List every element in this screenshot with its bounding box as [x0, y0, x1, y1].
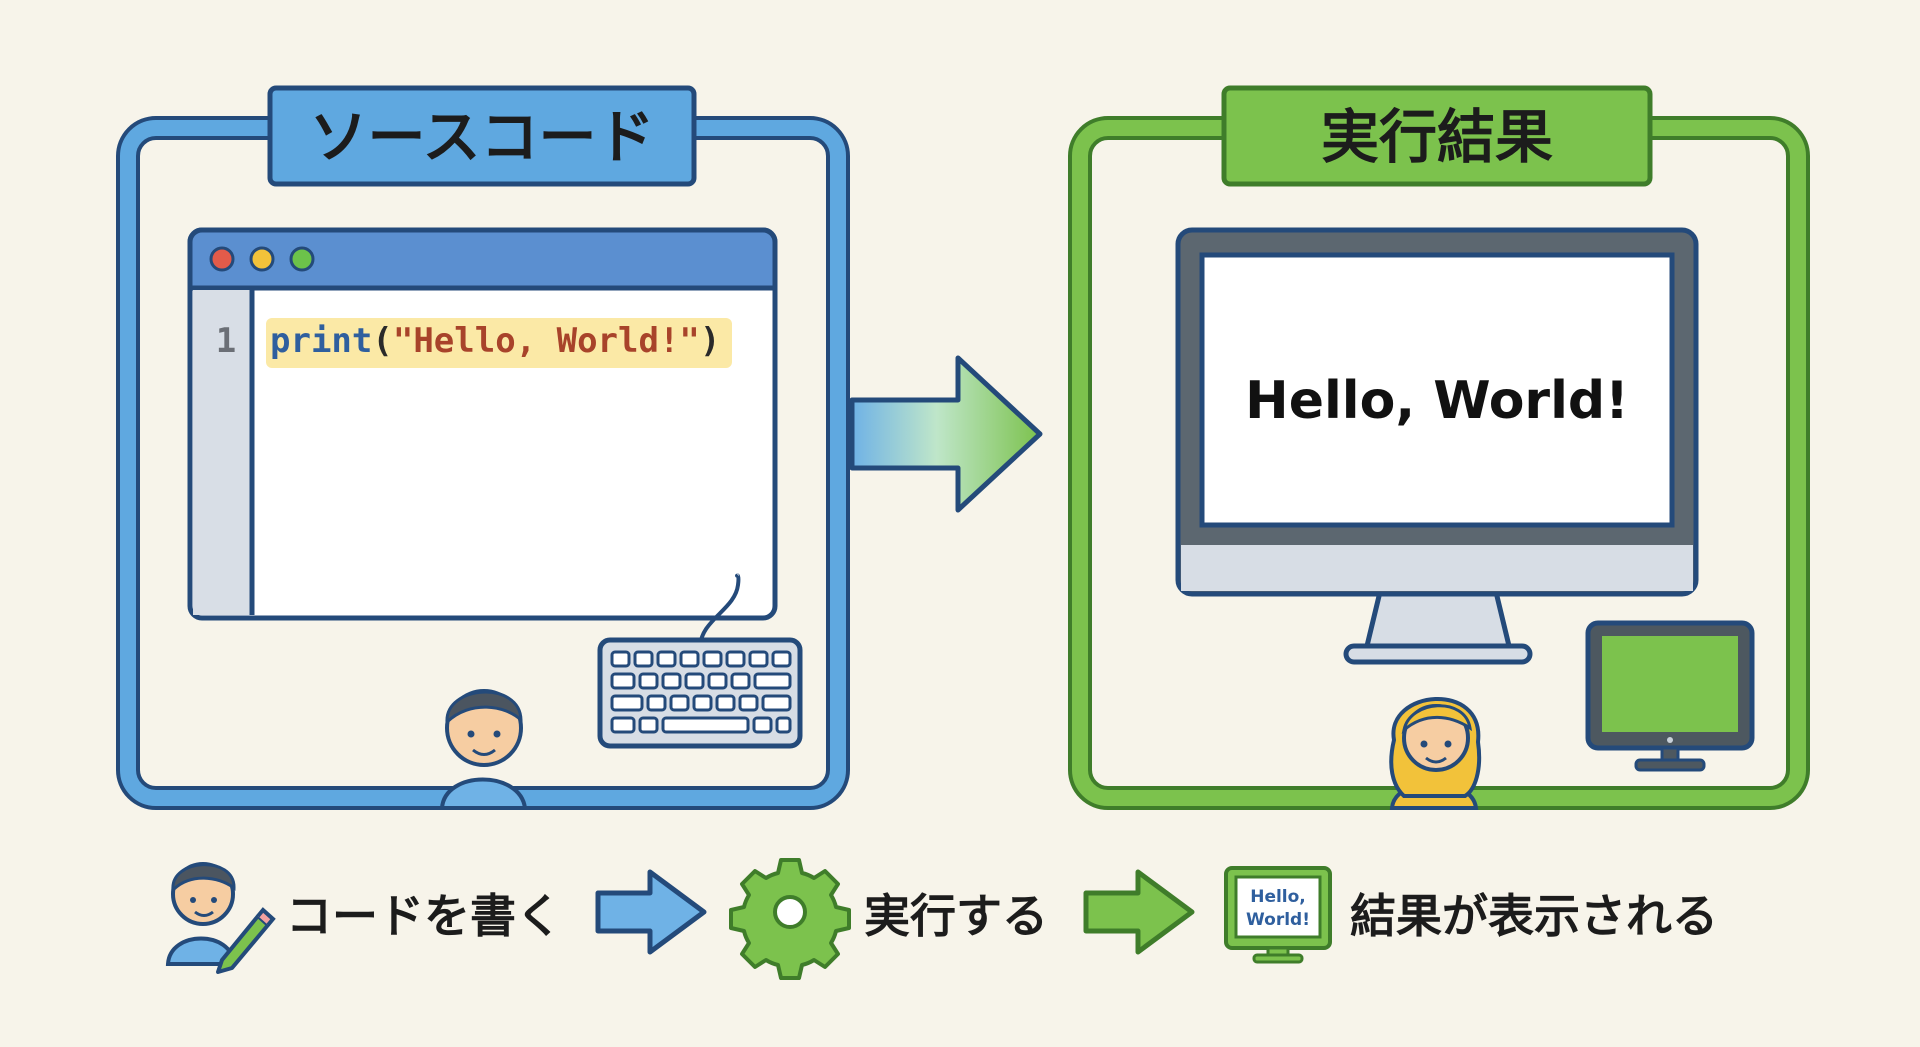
process-steps: コードを書く 実行する Hello, World! 結果が表示される	[165, 858, 1718, 980]
code-editor-window: 1 print("Hello, World!")	[187, 227, 778, 621]
boy-with-pencil-icon	[165, 862, 276, 974]
code-line: print("Hello, World!")	[270, 321, 720, 361]
small-monitor-icon	[1585, 620, 1755, 772]
code-line-highlight	[266, 318, 732, 368]
mini-monitor-icon: Hello, World!	[1224, 866, 1332, 964]
window-close-dot	[209, 246, 235, 272]
programmer-avatar	[439, 689, 528, 810]
step-arrow-blue-icon	[595, 869, 707, 955]
step-run-label: 実行する	[864, 889, 1048, 943]
viewer-avatar	[1389, 696, 1482, 810]
monitor-output: Hello, World!	[1245, 371, 1629, 431]
code-string: "Hello, World!"	[393, 321, 700, 361]
result-title: 実行結果	[1321, 103, 1553, 171]
step-write-code-label: コードを書く	[286, 889, 562, 943]
window-maximize-dot	[289, 246, 315, 272]
result-panel: 実行結果 Hello, World!	[1068, 85, 1810, 810]
step-arrow-green-icon	[1083, 869, 1195, 955]
source-code-title-tab: ソースコード	[267, 85, 697, 187]
code-function: print	[270, 321, 372, 361]
result-title-tab: 実行結果	[1221, 85, 1653, 187]
keyboard-icon	[597, 573, 803, 749]
mini-monitor-line1: Hello,	[1250, 887, 1306, 907]
gear-icon	[729, 858, 851, 980]
window-minimize-dot	[249, 246, 275, 272]
mini-monitor-line2: World!	[1246, 910, 1310, 930]
line-number: 1	[216, 321, 236, 361]
flow-arrow	[849, 355, 1043, 513]
source-code-title: ソースコード	[309, 103, 654, 171]
monitor: Hello, World!	[1175, 227, 1699, 665]
step-result-label: 結果が表示される	[1350, 889, 1718, 943]
line-number-gutter	[193, 290, 251, 615]
source-code-panel: ソースコード 1 print("Hello, World!")	[116, 85, 850, 810]
